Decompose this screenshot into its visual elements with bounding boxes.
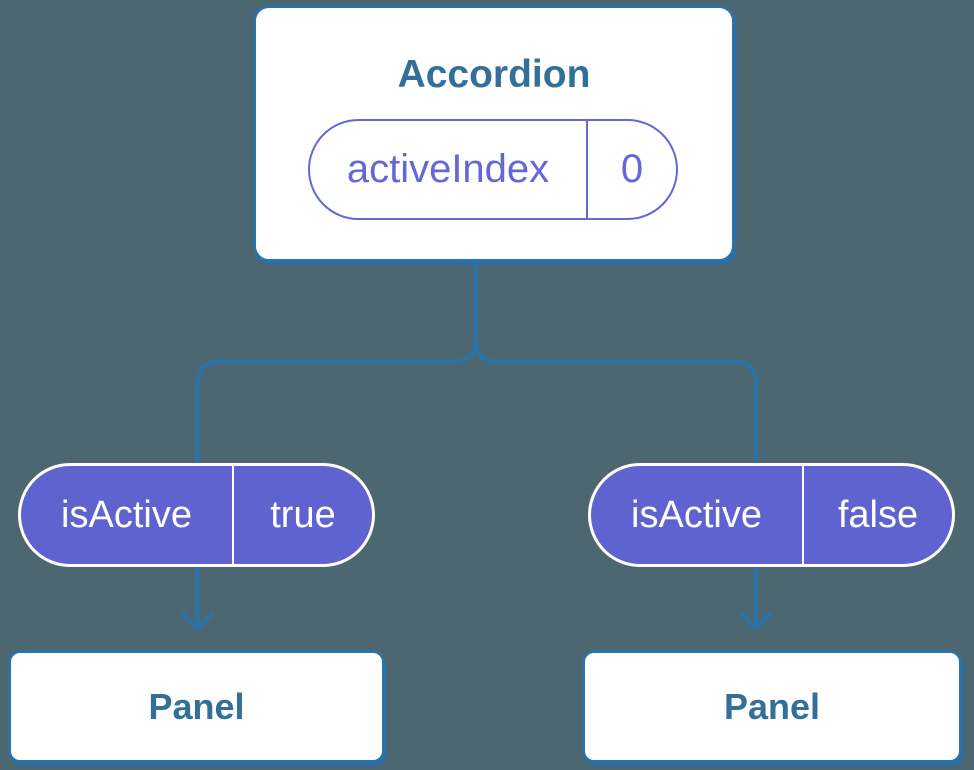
arrowhead-left-icon: [180, 611, 215, 632]
connector-left-branch: [195, 260, 478, 627]
connector-right-branch: [473, 260, 759, 627]
state-pill-activeindex: activeIndex 0: [308, 119, 678, 220]
component-box-panel-left: Panel: [8, 650, 385, 763]
prop-pill-isactive-true: isActive true: [18, 463, 375, 567]
component-title-panel: Panel: [723, 685, 821, 727]
component-title-accordion: Accordion: [397, 53, 591, 96]
arrowhead-right-icon: [739, 611, 773, 632]
prop-name: isActive: [61, 493, 192, 536]
prop-name: isActive: [631, 493, 762, 536]
state-name: activeIndex: [346, 147, 550, 191]
prop-value: true: [232, 466, 372, 564]
component-box-panel-right: Panel: [582, 650, 962, 763]
component-box-accordion: Accordion activeIndex 0: [253, 5, 735, 262]
state-value: 0: [586, 121, 676, 218]
component-title-panel: Panel: [148, 685, 245, 727]
prop-pill-isactive-false: isActive false: [588, 463, 955, 567]
prop-value: false: [802, 466, 952, 564]
